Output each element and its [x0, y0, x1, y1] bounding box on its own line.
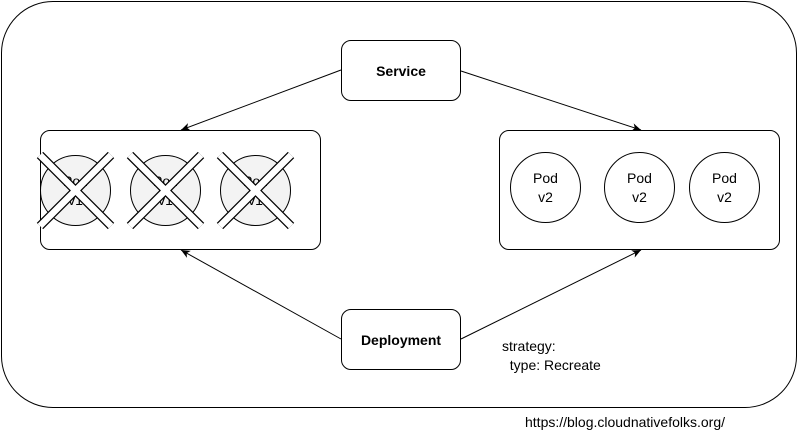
pod-label: Pod v2: [627, 169, 652, 205]
deployment-to-old-arrow: [180, 249, 342, 340]
pod-v2-3: Pod v2: [689, 152, 760, 223]
pod-label: Pod v2: [533, 169, 558, 205]
service-to-old-arrow: [180, 69, 342, 131]
deployment-node: Deployment: [341, 309, 461, 370]
pod-v2-2: Pod v2: [604, 152, 675, 223]
pod-v2-1: Pod v2: [510, 152, 581, 223]
service-node: Service: [341, 40, 461, 101]
service-label: Service: [376, 62, 426, 79]
pod-label: Pod v2: [712, 169, 737, 205]
deployment-label: Deployment: [360, 331, 442, 348]
service-to-new-arrow: [460, 70, 642, 131]
source-url: https://blog.cloudnativefolks.org/: [525, 414, 726, 430]
deployment-to-new-arrow: [460, 249, 642, 340]
strategy-text: strategy: type: Recreate: [502, 338, 601, 373]
